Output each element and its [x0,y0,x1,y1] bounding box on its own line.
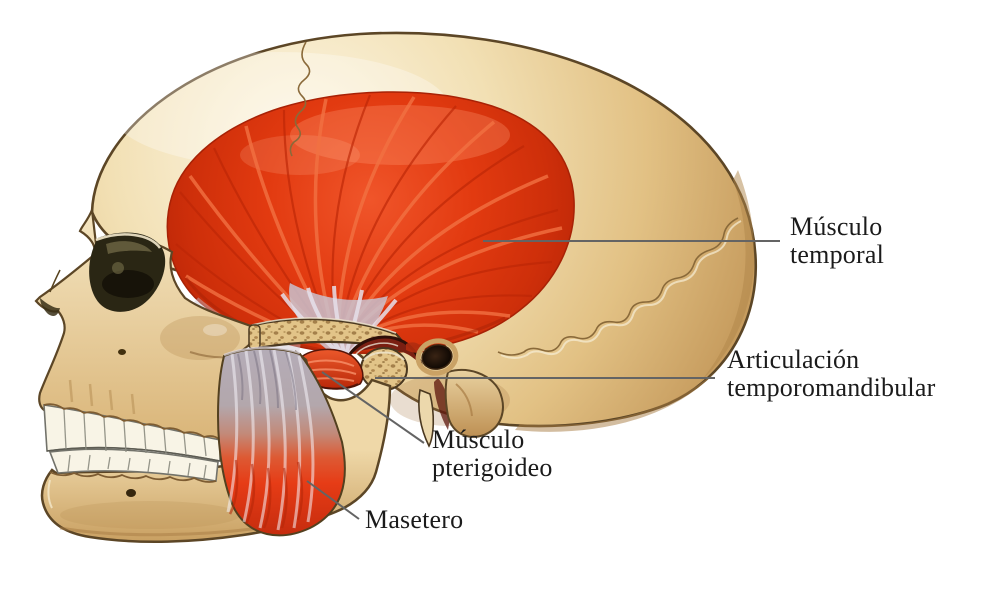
nasal-opening [40,298,60,316]
label-pterigoideo-line1: Músculo [432,425,525,454]
leader-lines [306,240,780,520]
mental-foramen [126,489,136,497]
styloid-process [418,388,435,448]
label-pterigoideo-line2: pterigoideo [432,453,553,482]
label-atm-line1: Articulación [727,345,860,374]
coronal-suture [289,41,311,157]
lambdoid-suture [497,217,739,356]
temporal-muscle [166,91,575,360]
ear-canal [421,344,453,370]
label-masetero: Masetero [365,506,463,534]
label-musculo-temporal-line2: temporal [790,240,885,269]
face-maxilla [34,209,261,448]
masseter-muscle [216,346,346,537]
label-masetero-text: Masetero [365,505,464,534]
teeth [43,403,221,483]
label-articulacion-temporomandibular: Articulación temporomandibular [727,346,935,402]
leader-line-masetero [306,480,360,520]
label-musculo-pterigoideo: Músculo pterigoideo [432,426,553,482]
ear-region [415,338,504,448]
label-atm-line2: temporomandibular [727,373,936,402]
label-musculo-temporal-line1: Músculo [790,212,883,241]
leader-line-musculo-pterigoideo [321,371,425,444]
label-musculo-temporal: Músculo temporal [790,213,884,269]
lower-teeth [48,448,219,482]
sutures [289,41,742,359]
